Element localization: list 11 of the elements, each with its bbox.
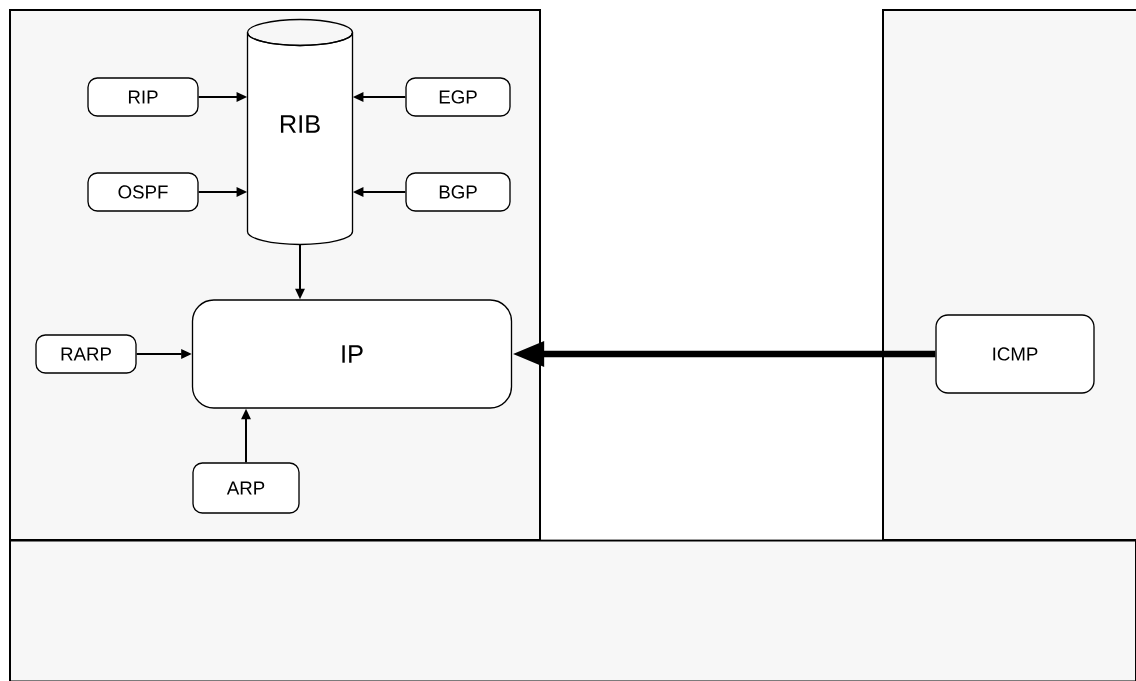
panel <box>9 539 1136 681</box>
process-box: OSPF <box>87 172 199 212</box>
process-box: RARP <box>35 334 137 374</box>
process-box: RIP <box>87 77 199 117</box>
database-cylinder: RIB <box>246 18 354 246</box>
panel <box>882 9 1136 541</box>
process-box: ICMP <box>935 314 1095 394</box>
process-box: ARP <box>192 462 300 514</box>
process-box: BGP <box>405 172 511 212</box>
process-box: IP <box>191 299 513 409</box>
process-box: EGP <box>405 77 511 117</box>
